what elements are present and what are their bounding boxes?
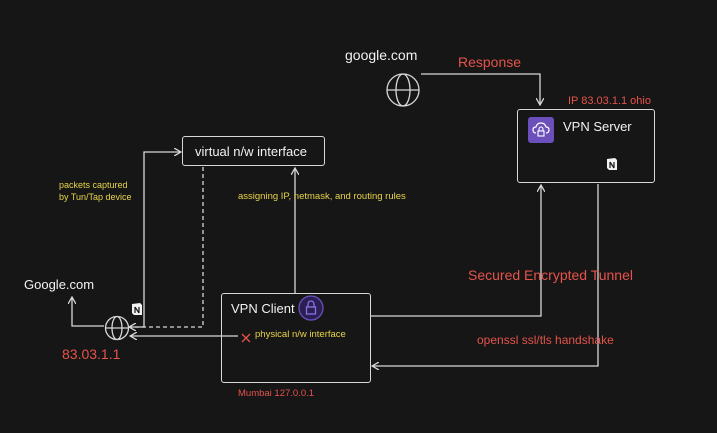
assigning-label: assigning IP, netmask, and routing rules xyxy=(238,191,406,202)
server-ip-label: IP 83.03.1.1 ohio xyxy=(568,95,651,107)
virtual-interface-box: virtual n/w interface xyxy=(182,136,325,166)
packets-captured-arrow xyxy=(128,152,180,328)
mumbai-label: Mumbai 127.0.0.1 xyxy=(238,388,315,399)
tunnel-client-to-server xyxy=(371,186,541,317)
openssl-label: openssl ssl/tls handshake xyxy=(477,333,614,347)
globe-icon xyxy=(385,72,421,108)
vpn-client-box: VPN Client physical n/w interface xyxy=(221,293,371,383)
notion-logo-icon xyxy=(131,302,143,316)
google-left-label: Google.com xyxy=(24,277,95,292)
handshake-server-to-client xyxy=(373,184,599,366)
client-ip-label: 83.03.1.1 xyxy=(62,346,121,362)
globe-to-google-arrow xyxy=(72,298,104,327)
globe-to-server-line xyxy=(421,73,540,104)
notion-logo-icon xyxy=(606,157,618,171)
tun-tap-label: by Tun/Tap device xyxy=(59,192,132,202)
secured-tunnel-label: Secured Encrypted Tunnel xyxy=(468,267,633,283)
google-top-label: google.com xyxy=(345,47,418,63)
globe-icon xyxy=(104,315,130,341)
physical-interface-label: physical n/w interface xyxy=(255,329,346,340)
cloud-lock-icon xyxy=(528,117,554,143)
x-mark-icon xyxy=(241,330,251,343)
vpn-server-box: VPN Server xyxy=(517,109,655,183)
virtual-interface-label: virtual n/w interface xyxy=(195,144,307,159)
response-label: Response xyxy=(458,54,522,70)
packets-captured-label: packets captured xyxy=(59,180,128,190)
vpn-server-label: VPN Server xyxy=(563,119,632,134)
lock-icon xyxy=(298,295,324,321)
vpn-client-label: VPN Client xyxy=(231,301,295,316)
